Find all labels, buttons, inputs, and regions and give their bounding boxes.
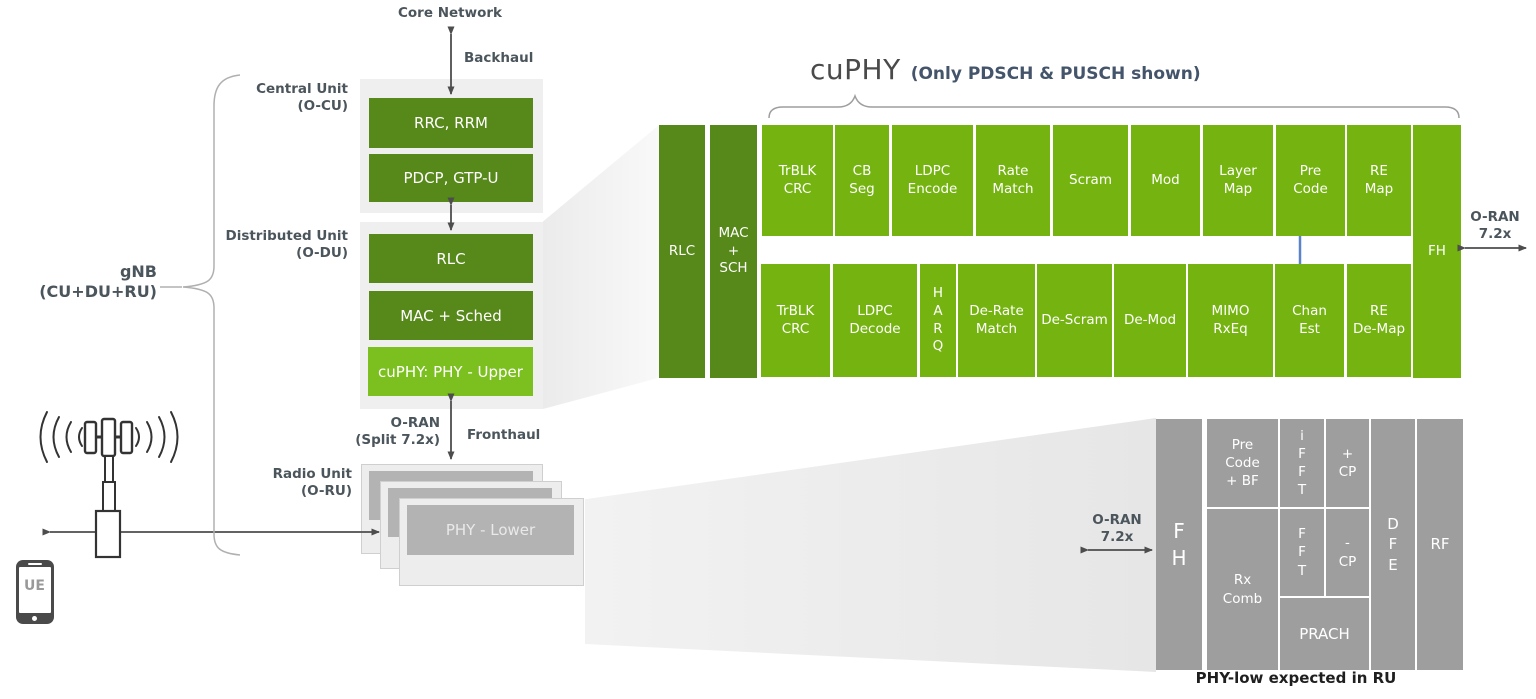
dl-rate-match: Rate Match — [976, 125, 1050, 236]
ul-harq: H A R Q — [920, 264, 956, 377]
mac-sched-box: MAC + Sched — [369, 291, 533, 340]
ul-chan-est: Chan Est — [1275, 264, 1344, 377]
phylow-plus-cp: + CP — [1326, 419, 1369, 507]
phylow-dfe: D F E — [1371, 419, 1415, 670]
oran-72x-label-bottom: O-RAN 7.2x — [1092, 512, 1142, 545]
rlc-box: RLC — [369, 234, 533, 283]
ul-re-de-map: RE De-Map — [1347, 264, 1411, 377]
ul-mimo-rxeq: MIMO RxEq — [1188, 264, 1273, 377]
fronthaul-label: Fronthaul — [467, 427, 541, 443]
phylow-minus-cp: - CP — [1326, 509, 1369, 596]
ul-trblk-crc: TrBLK CRC — [761, 264, 830, 377]
cuphy-title: cuPHY — [810, 53, 901, 86]
dl-cb-seg: CB Seg — [835, 125, 889, 236]
ul-de-rate-match: De-Rate Match — [958, 264, 1035, 377]
dl-pre-code: Pre Code — [1276, 125, 1345, 236]
pdcp-gtpu-box: PDCP, GTP-U — [369, 154, 533, 202]
rrc-rrm-box: RRC, RRM — [369, 98, 533, 148]
dl-mod: Mod — [1131, 125, 1200, 236]
dl-ldpc-encode: LDPC Encode — [892, 125, 973, 236]
phone-speaker — [28, 563, 42, 565]
antenna-icon — [39, 411, 179, 559]
ue-label: UE — [24, 578, 45, 594]
cuphy-subtitle: (Only PDSCH & PUSCH shown) — [910, 64, 1201, 84]
phylow-rf: RF — [1417, 419, 1463, 670]
phone-screen: UE — [19, 567, 51, 613]
phylow-fft: F F T — [1280, 509, 1324, 596]
dl-scram: Scram — [1053, 125, 1128, 236]
phone-home-button — [32, 615, 37, 621]
ul-de-scram: De-Scram — [1037, 264, 1112, 377]
core-network-label: Core Network — [398, 5, 502, 21]
phylow-fh-column: F H — [1156, 419, 1202, 670]
cu-label: Central Unit (O-CU) — [256, 81, 348, 114]
phylow-caption: PHY-low expected in RU — [1195, 669, 1397, 687]
zoom-beam-du-to-cuphy — [543, 125, 659, 409]
gnb-label: gNB (CU+DU+RU) — [39, 262, 157, 301]
ul-ldpc-decode: LDPC Decode — [833, 264, 917, 377]
phylow-rx-comb: Rx Comb — [1207, 509, 1278, 670]
oran-72x-label-top: O-RAN 7.2x — [1470, 209, 1520, 242]
zoom-beam-ru-to-phylow — [585, 418, 1156, 672]
cuphy-upper-box: cuPHY: PHY - Upper — [368, 347, 533, 396]
ue-phone-icon: UE — [16, 560, 54, 624]
phy-lower-box: PHY - Lower — [407, 505, 574, 555]
pipeline-mac-sch-column: MAC + SCH — [710, 125, 757, 378]
cuphy-brace — [768, 93, 1460, 119]
pipeline-fh-column: FH — [1413, 125, 1461, 378]
dl-re-map: RE Map — [1347, 125, 1411, 236]
phylow-ifft: i F F T — [1280, 419, 1324, 507]
cuphy-title-row: cuPHY (Only PDSCH & PUSCH shown) — [810, 53, 1201, 86]
du-label: Distributed Unit (O-DU) — [225, 228, 348, 261]
backhaul-label: Backhaul — [464, 50, 534, 66]
ul-de-mod: De-Mod — [1114, 264, 1186, 377]
phylow-prach: PRACH — [1280, 598, 1369, 670]
phylow-precode-bf: Pre Code + BF — [1207, 419, 1278, 507]
dl-layer-map: Layer Map — [1203, 125, 1273, 236]
dl-trblk-crc: TrBLK CRC — [762, 125, 833, 236]
ru-label: Radio Unit (O-RU) — [272, 466, 352, 499]
oran-split-label: O-RAN (Split 7.2x) — [355, 415, 440, 448]
pipeline-rlc-column: RLC — [659, 125, 705, 378]
